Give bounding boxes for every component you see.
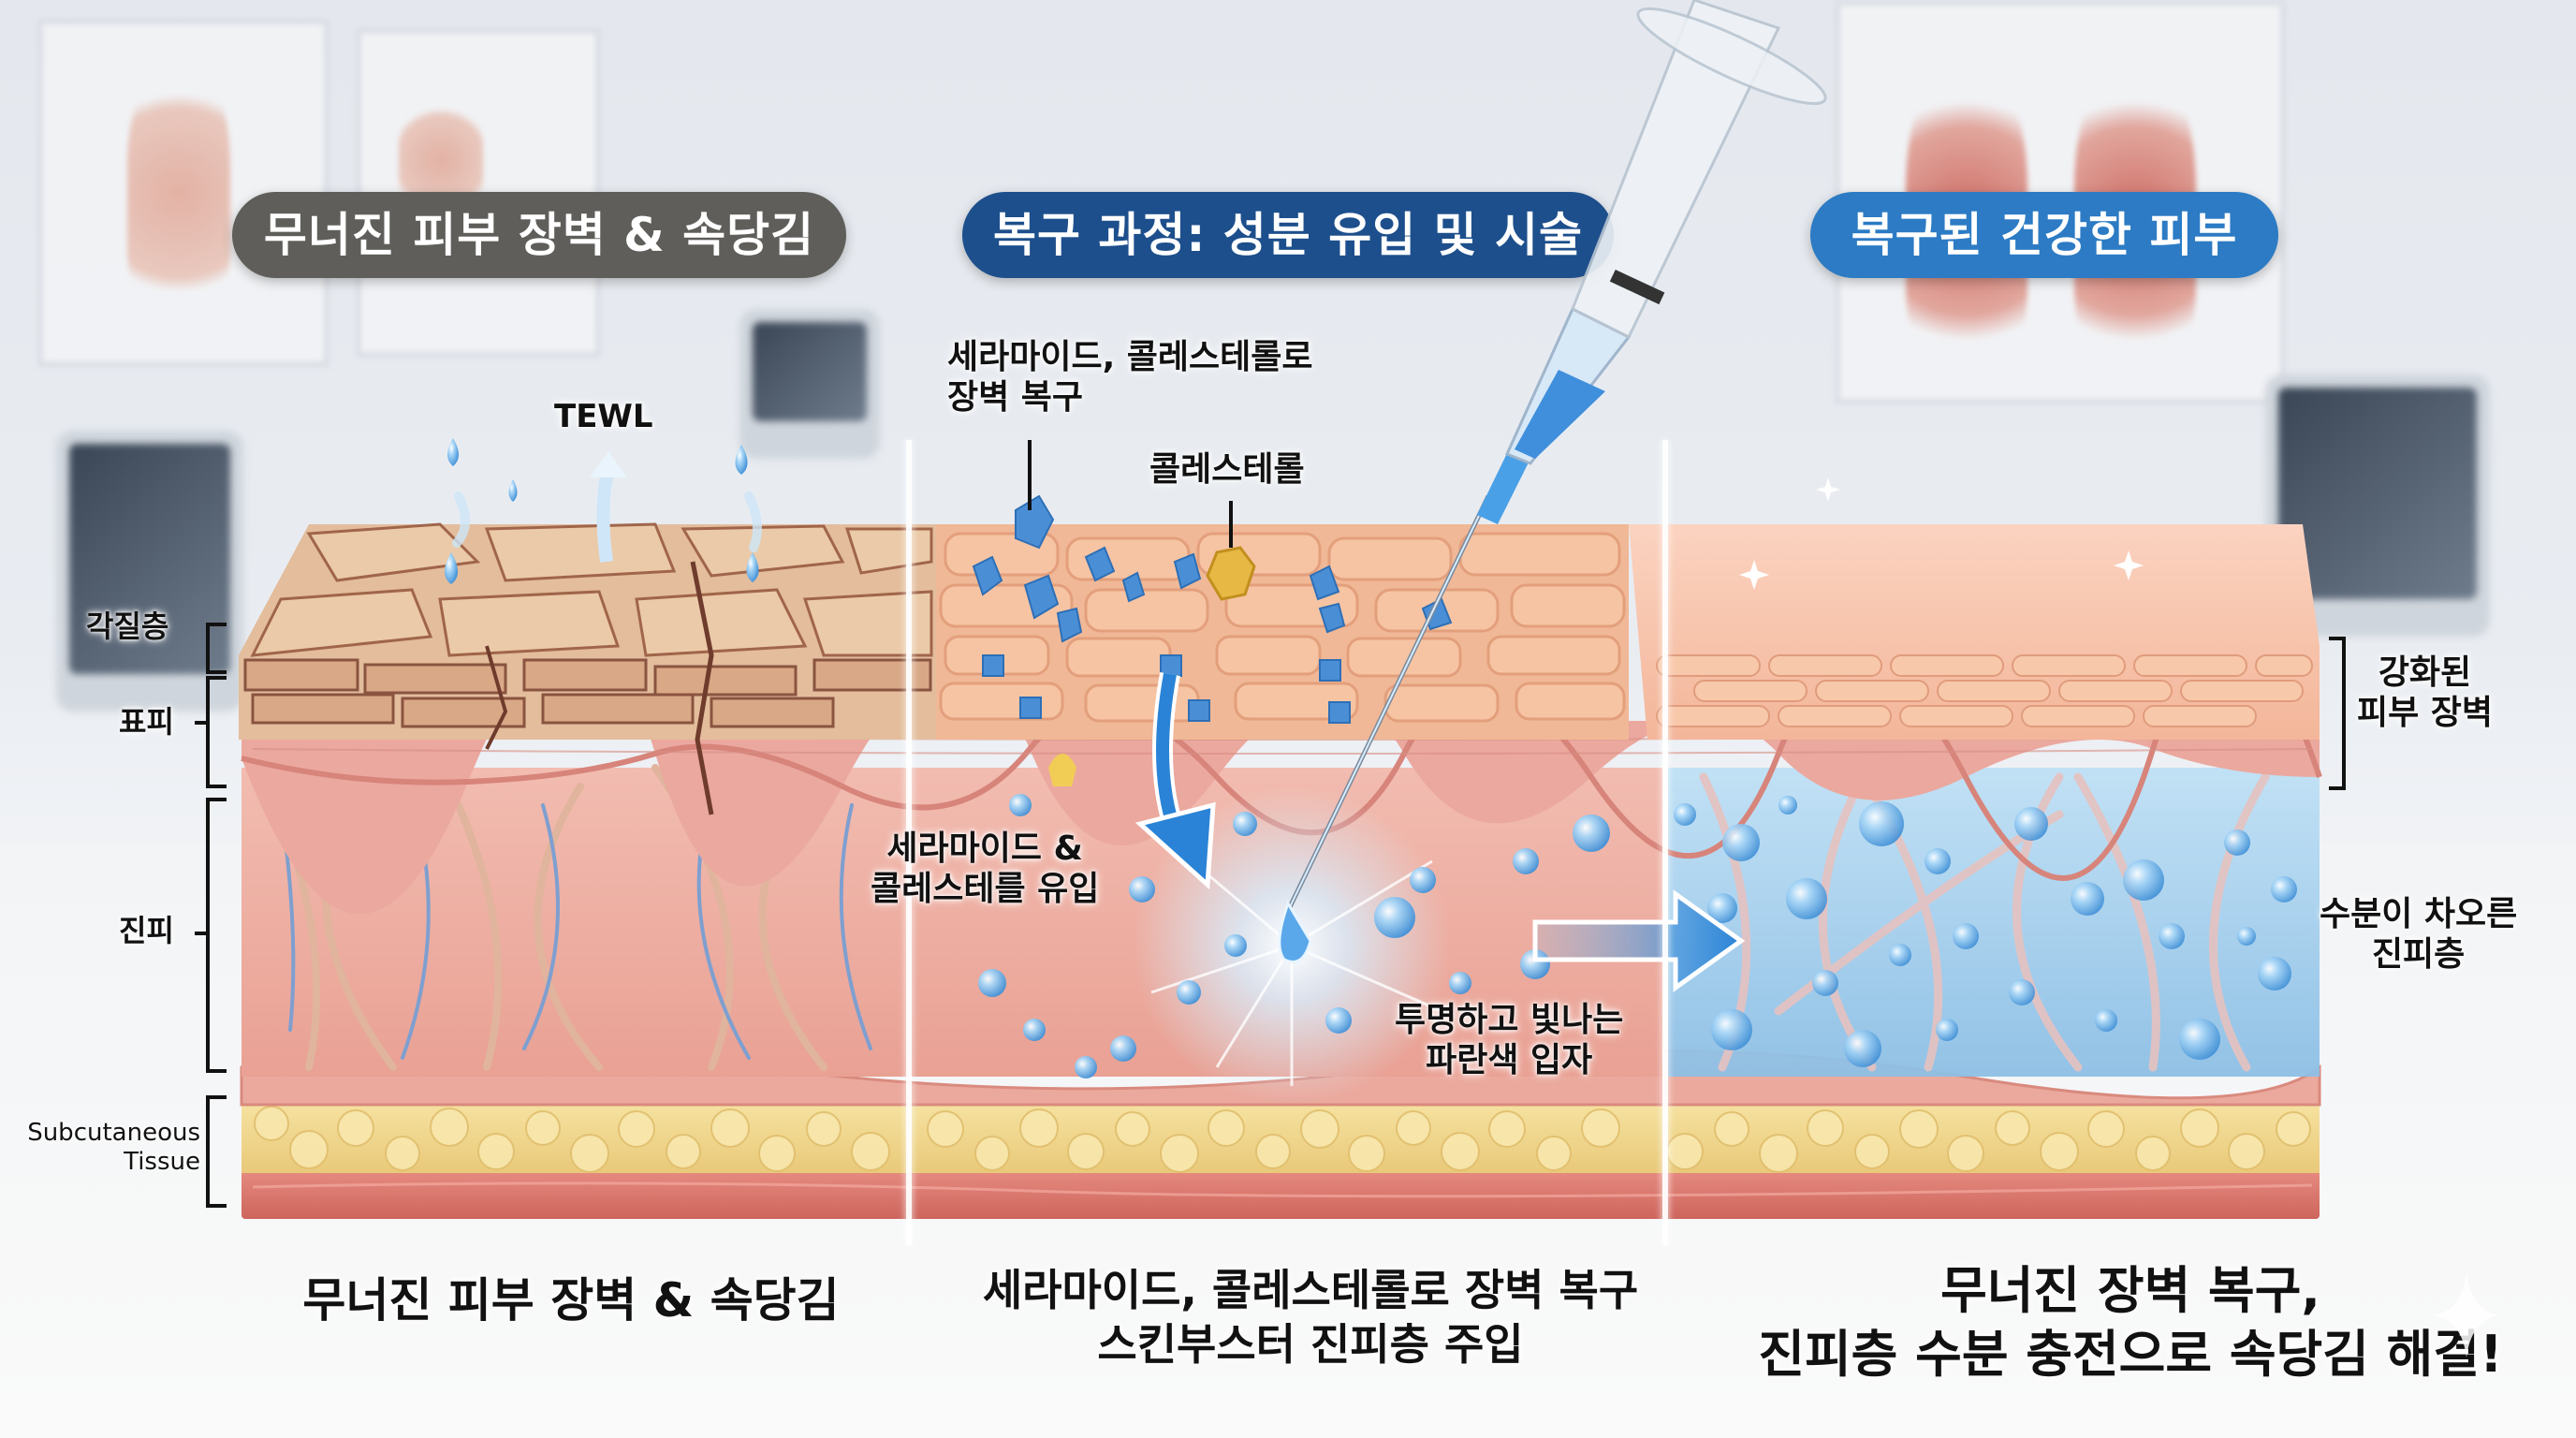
sparkle-icon — [2434, 1273, 2499, 1357]
label-dermis: 진피 — [119, 913, 174, 948]
bg-monitor-center — [739, 309, 880, 459]
label-strengthened-barrier: 강화된 피부 장벽 — [2357, 653, 2494, 733]
divider-right — [1662, 440, 1668, 1245]
label-ceramide-inflow: 세라마이드 & 콜레스테를 유입 — [871, 829, 1100, 909]
syringe-icon — [1278, 0, 1827, 963]
label-epidermis: 표피 — [119, 704, 174, 740]
divider-left — [906, 440, 912, 1245]
label-cholesterol: 콜레스테롤 — [1149, 450, 1305, 489]
curved-arrow-icon — [1134, 672, 1216, 890]
label-glowing-particles: 투명하고 빛나는 파란색 입자 — [1395, 1001, 1624, 1080]
bg-machine-left — [56, 431, 243, 712]
repairing-stratum-corneum — [936, 494, 1629, 786]
sparkle-icon — [1739, 477, 2144, 590]
label-ceramide-repair: 세라마이드, 콜레스테롤로 장벽 복구 — [947, 338, 1313, 418]
ceramide-crystals — [972, 494, 1453, 724]
right-arrow-icon — [1532, 889, 1746, 992]
header-restored-pill: 복구된 건강한 피부 — [1810, 192, 2278, 278]
water-drop-icon — [445, 438, 759, 584]
up-arrow-icon — [590, 451, 627, 563]
bracket-tick — [206, 623, 227, 626]
label-hydrated-dermis: 수분이 차오른 진피층 — [2320, 895, 2518, 975]
caption-middle: 세라마이드, 콜레스테롤로 장벽 복구 스킨부스터 진피층 주입 — [982, 1265, 1639, 1370]
caption-right: 무너진 장벽 복구, 진피층 수분 충전으로 속당김 해결! — [1758, 1261, 2503, 1384]
header-damaged-pill: 무너진 피부 장벽 & 속당김 — [232, 192, 846, 278]
epidermis-bracket — [206, 678, 210, 786]
cholesterol-crystal — [1206, 546, 1256, 601]
stratum-bracket — [206, 625, 210, 672]
header-process-pill: 복구 과정: 성분 유입 및 시술 — [962, 192, 1614, 278]
dermis-bracket — [206, 800, 210, 1071]
label-stratum-corneum: 각질층 — [86, 609, 169, 644]
water-bubbles — [978, 794, 1610, 1078]
label-subcutaneous: Subcutaneous Tissue — [27, 1119, 200, 1177]
cracked-stratum-corneum — [239, 522, 936, 815]
barrier-bracket — [2329, 637, 2346, 790]
caption-left: 무너진 피부 장벽 & 속당김 — [302, 1273, 840, 1328]
subcutaneous-bracket — [206, 1097, 210, 1206]
label-tewl: TEWL — [554, 398, 653, 435]
healthy-stratum-corneum — [1629, 477, 2320, 740]
